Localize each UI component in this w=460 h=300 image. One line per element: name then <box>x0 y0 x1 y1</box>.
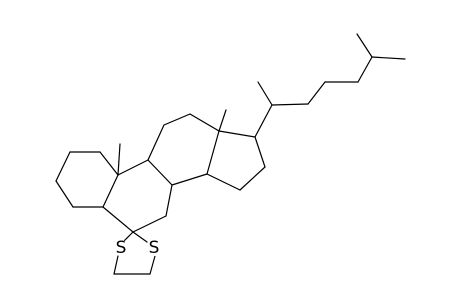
sulfur-label: S <box>116 238 127 258</box>
ring-d <box>206 130 266 191</box>
bond <box>371 56 406 60</box>
bond <box>218 130 256 138</box>
bond <box>55 180 74 208</box>
bond <box>132 231 148 243</box>
bond <box>147 159 173 186</box>
bond <box>239 166 266 191</box>
bond <box>257 81 273 106</box>
bond <box>147 124 165 161</box>
bond <box>254 104 273 138</box>
bond <box>149 255 156 275</box>
bond <box>307 81 326 105</box>
bond <box>99 151 119 176</box>
bond <box>206 130 220 175</box>
bond <box>171 173 208 186</box>
methyl-bond-c10 <box>117 143 121 176</box>
atom-mask <box>146 240 162 256</box>
bond <box>356 33 373 58</box>
bond <box>357 56 373 83</box>
bond <box>132 215 167 233</box>
sulfur-atom: S <box>146 238 162 258</box>
ring-c <box>147 113 220 186</box>
bond <box>271 103 309 106</box>
bond <box>102 174 119 208</box>
dithiolane-ring <box>113 231 156 275</box>
bond <box>163 113 191 126</box>
bond <box>189 113 220 132</box>
bond <box>102 206 134 233</box>
side-chain <box>254 33 406 138</box>
bond <box>254 136 266 168</box>
ring-b <box>102 159 173 233</box>
bond <box>206 173 241 191</box>
sulfur-atom: S <box>113 238 129 258</box>
bond <box>55 151 71 182</box>
bond <box>165 184 173 217</box>
bond <box>113 255 119 275</box>
bond <box>117 159 149 176</box>
methyl-bond-c13 <box>218 109 227 132</box>
bond <box>123 231 134 242</box>
ring-a <box>55 151 119 208</box>
atom-mask <box>113 240 129 256</box>
sulfur-label: S <box>149 238 160 258</box>
